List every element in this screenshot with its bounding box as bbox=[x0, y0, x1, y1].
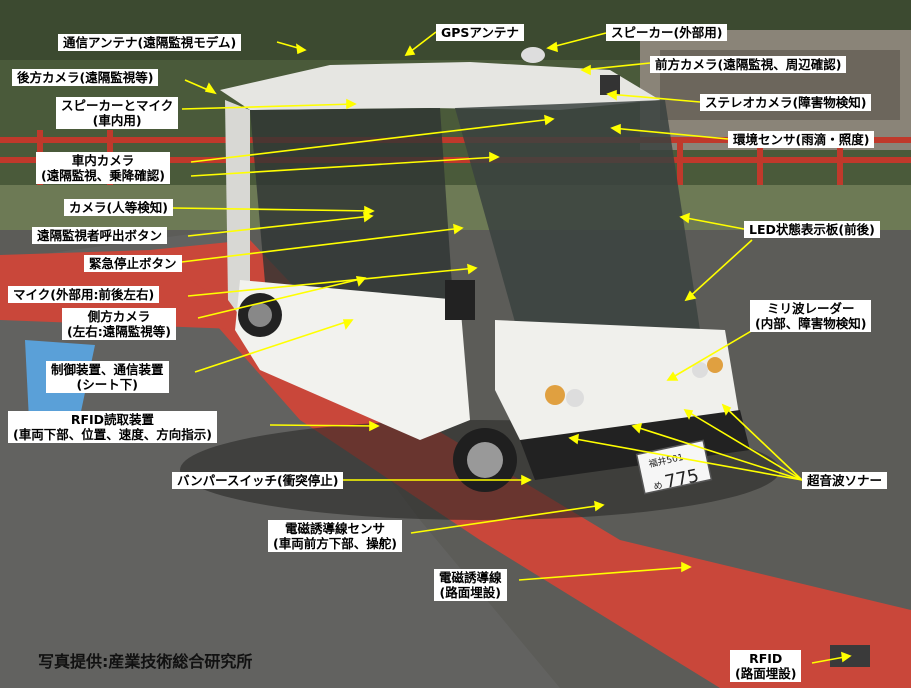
label-side-camera: 側方カメラ (左右:遠隔監視等) bbox=[62, 308, 176, 340]
label-em-sensor-line1: 電磁誘導線センサ bbox=[284, 521, 385, 536]
label-rfid-tag-line2: (路面埋設) bbox=[735, 666, 797, 681]
label-cabin-camera: 車内カメラ (遠隔監視、乗降確認) bbox=[36, 152, 170, 184]
label-front-camera: 前方カメラ(遠隔監視、周辺確認) bbox=[650, 56, 847, 73]
label-camera-person: カメラ(人等検知) bbox=[64, 199, 173, 216]
label-em-line-line1: 電磁誘導線 bbox=[439, 570, 502, 585]
label-control-unit: 制御装置、通信装置 (シート下) bbox=[46, 361, 169, 393]
label-speaker-mic: スピーカーとマイク (車内用) bbox=[56, 97, 179, 129]
label-rfid-reader: RFID読取装置 (車両下部、位置、速度、方向指示) bbox=[8, 411, 217, 443]
label-ultrasonic-sonar: 超音波ソナー bbox=[802, 472, 888, 489]
label-speaker-external: スピーカー(外部用) bbox=[606, 24, 728, 41]
label-em-line-line2: (路面埋設) bbox=[439, 585, 501, 600]
label-em-sensor: 電磁誘導線センサ (車両前方下部、操舵) bbox=[268, 520, 402, 552]
label-rfid-tag-line1: RFID bbox=[749, 651, 783, 666]
label-mmwave-radar-line1: ミリ波レーダー bbox=[766, 301, 855, 316]
label-rear-camera: 後方カメラ(遠隔監視等) bbox=[12, 69, 159, 86]
label-gps-antenna: GPSアンテナ bbox=[436, 24, 524, 41]
label-emergency-stop: 緊急停止ボタン bbox=[84, 255, 182, 272]
label-speaker-mic-line2: (車内用) bbox=[92, 113, 142, 128]
label-comm-antenna: 通信アンテナ(遠隔監視モデム) bbox=[58, 34, 242, 51]
label-mic-external: マイク(外部用:前後左右) bbox=[8, 286, 160, 303]
label-side-camera-line1: 側方カメラ bbox=[87, 309, 151, 324]
label-control-unit-line2: (シート下) bbox=[76, 377, 138, 392]
label-rfid-tag: RFID (路面埋設) bbox=[730, 650, 802, 682]
label-speaker-mic-line1: スピーカーとマイク bbox=[61, 98, 174, 113]
label-bumper-switch: バンパースイッチ(衝突停止) bbox=[172, 472, 344, 489]
label-em-sensor-line2: (車両前方下部、操舵) bbox=[273, 536, 397, 551]
photo-credit: 写真提供:産業技術総合研究所 bbox=[38, 652, 253, 671]
label-led-display: LED状態表示板(前後) bbox=[744, 221, 880, 238]
label-env-sensor: 環境センサ(雨滴・照度) bbox=[728, 131, 875, 148]
plate-kana: め bbox=[653, 480, 664, 493]
label-cabin-camera-line1: 車内カメラ bbox=[71, 153, 135, 168]
label-side-camera-line2: (左右:遠隔監視等) bbox=[67, 324, 171, 339]
label-rfid-reader-line1: RFID読取装置 bbox=[70, 412, 155, 427]
label-stereo-camera: ステレオカメラ(障害物検知) bbox=[700, 94, 872, 111]
label-em-line: 電磁誘導線 (路面埋設) bbox=[434, 569, 507, 601]
autonomous-vehicle bbox=[220, 47, 750, 495]
label-control-unit-line1: 制御装置、通信装置 bbox=[51, 362, 164, 377]
label-remote-call-button: 遠隔監視者呼出ボタン bbox=[32, 227, 168, 244]
label-mmwave-radar-line2: (内部、障害物検知) bbox=[755, 316, 867, 331]
label-rfid-reader-line2: (車両下部、位置、速度、方向指示) bbox=[13, 427, 212, 442]
label-mmwave-radar: ミリ波レーダー (内部、障害物検知) bbox=[750, 300, 872, 332]
label-cabin-camera-line2: (遠隔監視、乗降確認) bbox=[41, 168, 165, 183]
